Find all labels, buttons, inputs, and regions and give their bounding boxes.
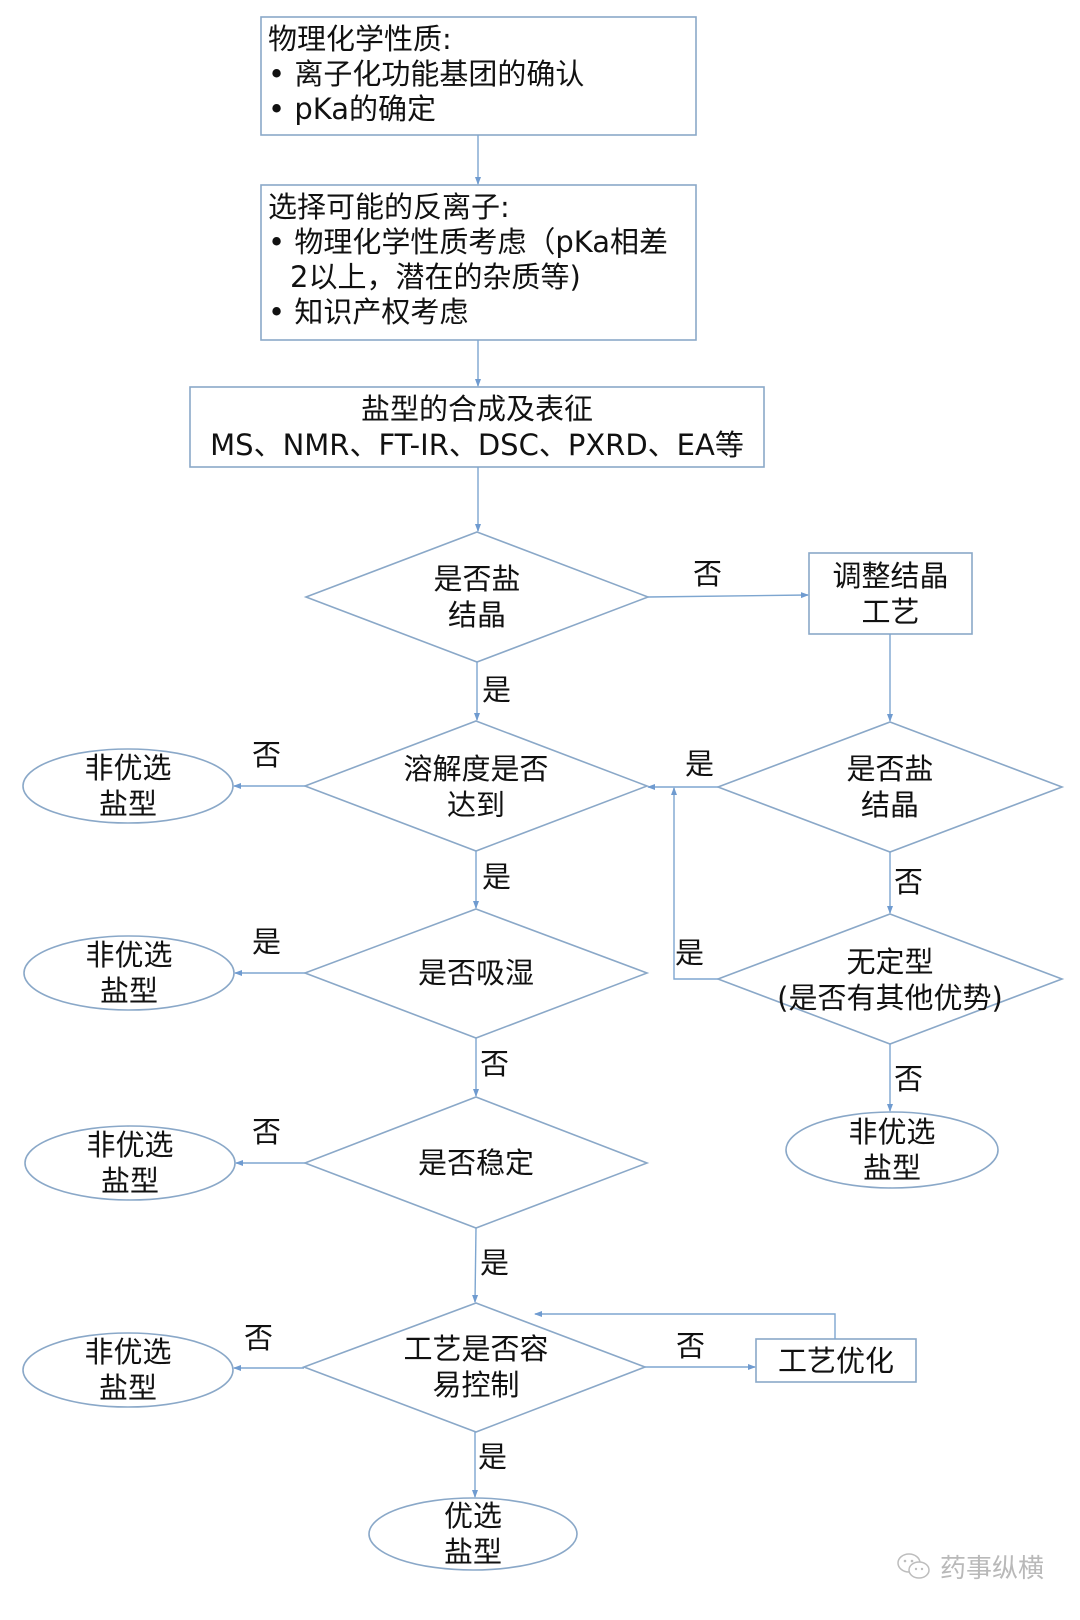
preferred-ellipse — [368, 1497, 578, 1571]
preferred-line1: 优选 — [443, 1499, 502, 1533]
synthesis-title: 盐型的合成及表征 — [360, 392, 593, 426]
adjust-crystal-line1: 调整结晶 — [832, 559, 949, 593]
nonpreferred-4-line1: 非优选 — [84, 1335, 172, 1369]
process-node: 工艺是否容 易控制 — [376, 1331, 576, 1403]
label-process-yes: 是 — [478, 1440, 508, 1474]
crystal-q1-line1: 是否盐 — [433, 562, 521, 596]
process-opt-node: 工艺优化 — [756, 1343, 916, 1379]
watermark-text: 药事纵横 — [940, 1554, 1045, 1584]
nonpreferred-2-line1: 非优选 — [85, 938, 173, 972]
synthesis-box — [189, 386, 765, 468]
nonpreferred-ellipse-5 — [785, 1111, 999, 1189]
process-line1: 工艺是否容 — [403, 1332, 549, 1366]
wechat-icon — [896, 1552, 932, 1582]
label-solubility-no: 否 — [252, 738, 282, 772]
synthesis-node: 盐型的合成及表征 MS、NMR、FT-IR、DSC、PXRD、EA等 — [190, 391, 764, 463]
label-amorphous-yes: 是 — [675, 936, 705, 970]
nonpreferred-node-5: 非优选 盐型 — [822, 1114, 962, 1186]
solubility-node: 溶解度是否 达到 — [376, 751, 576, 823]
solubility-line2: 达到 — [446, 788, 505, 822]
nonpreferred-3-line2: 盐型 — [100, 1164, 159, 1198]
amorphous-node: 无定型 (是否有其他优势) — [740, 944, 1040, 1016]
counter-ion-bullet-2: • 知识产权考虑 — [268, 295, 469, 329]
label-hygroscopic-no: 否 — [480, 1047, 510, 1081]
nonpreferred-5-line1: 非优选 — [848, 1115, 936, 1149]
nonpreferred-node-1: 非优选 盐型 — [58, 750, 198, 822]
crystal-q2-node: 是否盐 结晶 — [790, 751, 990, 823]
nonpreferred-1-line2: 盐型 — [98, 787, 157, 821]
crystal-q2-line1: 是否盐 — [846, 752, 934, 786]
watermark: 药事纵横 — [896, 1548, 1044, 1585]
solubility-line1: 溶解度是否 — [403, 752, 549, 786]
phys-chem-bullet-1: • 离子化功能基团的确认 — [268, 57, 585, 91]
label-solubility-yes: 是 — [482, 860, 512, 894]
label-stability-no: 否 — [252, 1115, 282, 1149]
crystal-q1-node: 是否盐 结晶 — [377, 561, 577, 633]
amorphous-line2: (是否有其他优势) — [777, 981, 1003, 1015]
label-crystal-q1-yes: 是 — [482, 673, 512, 707]
nonpreferred-4-line2: 盐型 — [98, 1371, 157, 1405]
edge-q1-adjust — [647, 592, 809, 599]
preferred-node: 优选 盐型 — [403, 1498, 543, 1570]
synthesis-methods: MS、NMR、FT-IR、DSC、PXRD、EA等 — [210, 428, 744, 462]
counter-ion-bullet-1-cont: 2以上，潜在的杂质等) — [290, 260, 581, 294]
crystal-q2-line2: 结晶 — [860, 788, 919, 822]
label-amorphous-no: 否 — [894, 1062, 924, 1096]
adjust-crystal-line2: 工艺 — [861, 595, 920, 629]
label-crystal-q2-yes: 是 — [685, 747, 715, 781]
label-crystal-q1-no: 否 — [693, 557, 723, 591]
process-opt-box — [755, 1338, 917, 1383]
nonpreferred-3-line1: 非优选 — [86, 1128, 174, 1162]
phys-chem-node: 物理化学性质: • 离子化功能基团的确认 • pKa的确定 — [268, 22, 584, 127]
process-line2: 易控制 — [432, 1368, 520, 1402]
counter-ion-bullet-1: • 物理化学性质考虑（pKa相差 — [268, 225, 669, 259]
preferred-line2: 盐型 — [443, 1535, 502, 1569]
label-process-no-left: 否 — [244, 1321, 274, 1355]
amorphous-line1: 无定型 — [846, 945, 934, 979]
stability-node: 是否稳定 — [376, 1145, 576, 1181]
nonpreferred-1-line1: 非优选 — [84, 751, 172, 785]
crystal-q1-line2: 结晶 — [447, 598, 506, 632]
edge-process-opt-loop — [534, 1311, 836, 1339]
label-process-no-right: 否 — [676, 1329, 706, 1363]
edge-stability-yes — [472, 1227, 479, 1303]
edge-amorphous-loop — [671, 787, 718, 980]
label-hygroscopic-yes: 是 — [252, 925, 282, 959]
nonpreferred-node-3: 非优选 盐型 — [60, 1127, 200, 1199]
nonpreferred-node-2: 非优选 盐型 — [59, 937, 199, 1009]
phys-chem-title: 物理化学性质: — [268, 22, 452, 56]
nonpreferred-2-line2: 盐型 — [99, 974, 158, 1008]
label-stability-yes: 是 — [480, 1246, 510, 1280]
counter-ion-node: 选择可能的反离子: • 物理化学性质考虑（pKa相差 2以上，潜在的杂质等) •… — [268, 190, 668, 330]
adjust-crystal-node: 调整结晶 工艺 — [809, 558, 972, 630]
process-opt-line1: 工艺优化 — [777, 1344, 894, 1378]
hygroscopic-line1: 是否吸湿 — [417, 956, 534, 990]
counter-ion-title: 选择可能的反离子: — [268, 190, 510, 224]
hygroscopic-node: 是否吸湿 — [376, 955, 576, 991]
process-diamond — [301, 1302, 648, 1433]
stability-line1: 是否稳定 — [417, 1146, 534, 1180]
phys-chem-bullet-2: • pKa的确定 — [268, 92, 437, 126]
nonpreferred-node-4: 非优选 盐型 — [58, 1334, 198, 1406]
label-crystal-q2-no: 否 — [894, 865, 924, 899]
nonpreferred-5-line2: 盐型 — [862, 1151, 921, 1185]
